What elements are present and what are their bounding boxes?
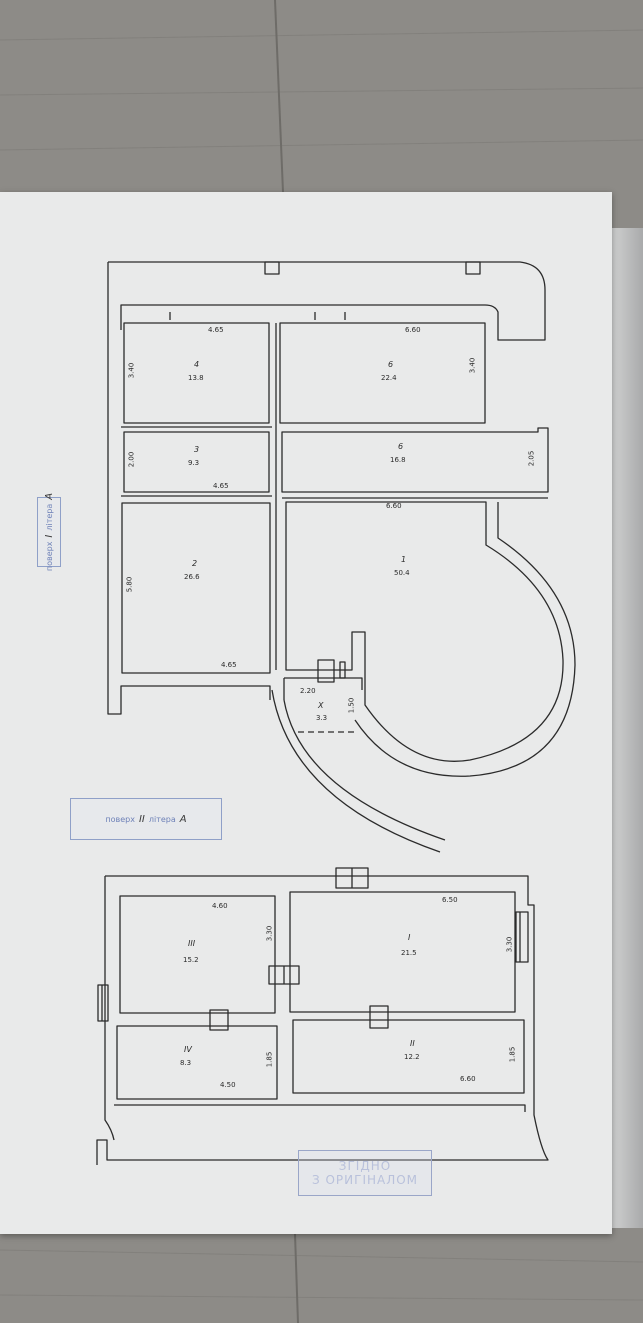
room-number: 2	[192, 559, 198, 568]
stamp-floor-word: поверх	[105, 814, 135, 824]
stamp-floor-number: I	[43, 534, 55, 538]
dim-label: 1.50	[347, 697, 356, 714]
room-area: 3.3	[316, 714, 328, 722]
stamp-line-2: З ОРИГІНАЛОМ	[311, 1173, 419, 1187]
dim-label: 1.85	[265, 1051, 274, 1068]
stamp-floor-word: поверх	[44, 541, 54, 572]
room-area: 16.8	[390, 456, 406, 464]
dim-label: 2.05	[527, 450, 536, 467]
room-number: III	[188, 939, 196, 948]
room-area: 12.2	[404, 1053, 420, 1061]
room-area: 15.2	[183, 956, 199, 964]
room-number: 6	[388, 360, 394, 369]
room-number: II	[410, 1039, 415, 1048]
room-number: 4	[194, 360, 200, 369]
room-number: 6	[398, 442, 404, 451]
room-number: X	[318, 701, 324, 710]
dim-label: 6.50	[442, 896, 458, 904]
room-number: IV	[184, 1045, 192, 1054]
dim-label: 6.60	[460, 1075, 476, 1083]
room-area: 50.4	[394, 569, 410, 577]
dim-label: 4.60	[212, 902, 228, 910]
floor-1-stamp: поверх I літера А	[37, 493, 61, 571]
room-number: 1	[401, 555, 407, 564]
room-area: 8.3	[180, 1059, 192, 1067]
room-number: 3	[194, 445, 200, 454]
dim-label: 2.00	[127, 451, 136, 468]
dim-label: 3.30	[265, 925, 274, 942]
stamp-line-1: ЗГІДНО	[338, 1159, 392, 1173]
stamp-letter-value: А	[43, 492, 55, 500]
dim-label: 6.60	[405, 326, 421, 334]
room-area: 9.3	[188, 459, 200, 467]
dim-label: 6.60	[386, 502, 402, 510]
room-number: I	[408, 933, 411, 942]
dim-label: 4.65	[221, 661, 237, 669]
stamp-letter-word: літера	[148, 814, 176, 824]
dim-label: 2.20	[300, 687, 316, 695]
floor-2-stamp: поверх ІІ літера А	[70, 798, 222, 840]
stamp-letter-word: літера	[44, 503, 54, 531]
dim-label: 4.50	[220, 1081, 236, 1089]
room-area: 21.5	[401, 949, 417, 957]
dim-label: 4.65	[208, 326, 224, 334]
room-area: 22.4	[381, 374, 397, 382]
dim-label: 4.65	[213, 482, 229, 490]
certified-copy-stamp: ЗГІДНО З ОРИГІНАЛОМ	[298, 1150, 432, 1196]
stamp-letter-value: А	[179, 813, 187, 825]
dim-label: 3.40	[468, 357, 477, 374]
room-area: 26.6	[184, 573, 200, 581]
dim-label: 3.40	[127, 362, 136, 379]
dim-label: 5.80	[125, 576, 134, 593]
stamp-floor-number: ІІ	[138, 813, 145, 825]
floor-plan-sheet	[0, 192, 612, 1234]
room-area: 13.8	[188, 374, 204, 382]
dim-label: 3.30	[505, 936, 514, 953]
dim-label: 1.85	[508, 1046, 517, 1063]
